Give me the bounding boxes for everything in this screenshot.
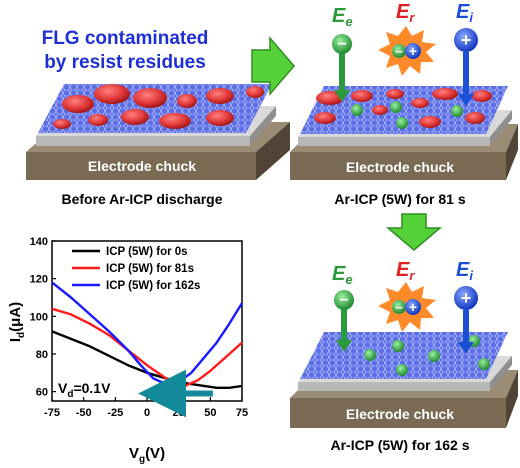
svg-text:−: − <box>395 300 403 315</box>
y-tick-label: 80 <box>36 349 48 361</box>
id-vg-chart: 60 80 100 120 140 -75 -50 -25 0 25 50 75 ICP (5W) … <box>7 236 248 465</box>
process-arrow-right <box>251 35 295 97</box>
chuck-label: Electrode chuck <box>88 158 196 174</box>
ion-label: Ei <box>456 1 473 25</box>
chuck-label: Electrode chuck <box>346 159 454 175</box>
resist-residues <box>53 84 264 129</box>
x-tick-label: 50 <box>204 407 216 419</box>
svg-text:+: + <box>409 299 417 315</box>
panel-162s-caption: Ar-ICP (5W) for 162 s <box>331 437 470 453</box>
x-tick-label: 75 <box>236 407 248 419</box>
process-arrow-down <box>385 213 443 251</box>
surface-electrons <box>364 335 490 376</box>
y-axis: 60 80 100 120 140 <box>30 236 56 399</box>
svg-text:−: − <box>337 36 346 53</box>
radical-label: Er <box>396 259 415 283</box>
legend-label-0: ICP (5W) for 0s <box>106 246 188 258</box>
panel-81s: Ee − Er − + Ei + Ele <box>290 1 518 207</box>
surface-electrons <box>351 101 463 129</box>
electron-label: Ee <box>332 263 353 287</box>
x-tick-label: -75 <box>44 407 60 419</box>
y-tick-label: 100 <box>30 311 48 323</box>
y-tick-label: 120 <box>30 274 48 286</box>
electron-beam: Ee − <box>332 263 354 352</box>
svg-text:−: − <box>395 44 403 59</box>
radical-species: Er − + <box>378 259 436 332</box>
x-tick-label: 0 <box>144 407 150 419</box>
x-tick-label: -25 <box>107 407 123 419</box>
svg-text:+: + <box>461 288 472 308</box>
panel-81s-caption: Ar-ICP (5W) for 81 s <box>334 191 465 207</box>
x-tick-label: -50 <box>76 407 92 419</box>
svg-text:−: − <box>339 292 348 309</box>
ion-icon <box>454 28 478 52</box>
ion-beam: Ei + <box>454 259 478 354</box>
panel-before-caption: Before Ar-ICP discharge <box>61 191 222 207</box>
panel-before: FLG contaminated by resist residues <box>26 28 290 207</box>
radical-species: Er − + <box>378 1 436 76</box>
electron-label: Ee <box>332 5 353 29</box>
panel-before-title-line2: by resist residues <box>44 52 206 73</box>
x-axis-label: Vg(V) <box>129 445 165 465</box>
radical-label: Er <box>396 1 415 25</box>
chuck-label: Electrode chuck <box>346 406 454 422</box>
legend-label-2: ICP (5W) for 162s <box>106 280 200 292</box>
resist-residues <box>314 88 492 128</box>
graphene-sheet <box>300 332 508 379</box>
panel-162s: Ee − Er − + Ei + Electrode chu <box>290 259 518 453</box>
y-tick-label: 60 <box>36 387 48 399</box>
vd-label: Vd=0.1V <box>58 380 111 400</box>
electron-beam: Ee − <box>332 5 353 102</box>
panel-before-title-line1: FLG contaminated <box>42 28 209 49</box>
x-tick-label: 25 <box>173 407 185 419</box>
svg-text:+: + <box>461 30 472 50</box>
y-axis-label: Id(μA) <box>7 302 27 342</box>
y-tick-label: 140 <box>30 236 48 248</box>
ion-label: Ei <box>456 259 473 283</box>
ion-icon <box>454 286 478 310</box>
svg-text:+: + <box>409 43 417 59</box>
ion-beam: Ei + <box>454 1 478 106</box>
electron-icon <box>334 290 354 310</box>
electron-icon <box>332 34 352 54</box>
legend-label-1: ICP (5W) for 81s <box>106 263 194 275</box>
